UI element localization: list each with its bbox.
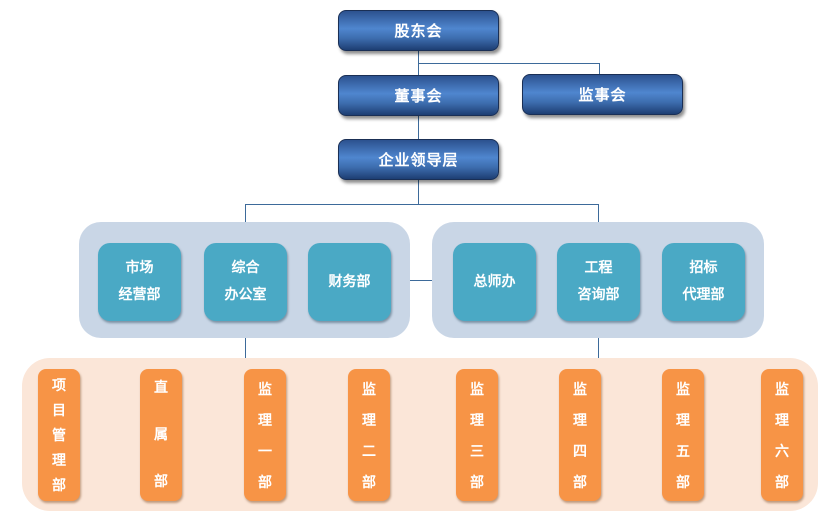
node-char: 理: [676, 412, 690, 429]
node-char: 理: [52, 453, 66, 469]
connector-leadership-down: [418, 180, 419, 204]
node-finance-dept: 财务部: [308, 243, 391, 321]
node-char: 属: [154, 427, 168, 443]
node-label-line1: 招标: [689, 260, 718, 276]
node-char: 部: [258, 474, 272, 491]
node-direct-dept: 直属部: [140, 369, 182, 501]
connector-panels: [410, 280, 432, 281]
node-label-line1: 财务部: [328, 273, 371, 290]
node-char: 监: [573, 381, 587, 398]
node-char: 监: [676, 381, 690, 398]
connector-leadership-h: [245, 204, 599, 205]
node-char: 部: [676, 474, 690, 491]
node-supervision-dept-1: 监理一部: [244, 369, 286, 501]
node-engineering-consult-dept: 工程 咨询部: [557, 243, 640, 321]
node-char: 监: [258, 381, 272, 398]
node-char: 一: [258, 443, 272, 460]
node-char: 理: [258, 412, 272, 429]
node-supervisors: 监事会: [522, 74, 683, 115]
node-char: 部: [52, 478, 66, 494]
connector-left-panel: [245, 204, 246, 223]
node-label-line2: 办公室: [224, 287, 267, 303]
node-char: 部: [362, 474, 376, 491]
node-label-line2: 代理部: [682, 287, 725, 303]
node-char: 理: [573, 412, 587, 429]
node-char: 六: [775, 443, 789, 460]
node-label-line2: 经营部: [118, 287, 161, 303]
node-market-dept: 市场 经营部: [98, 243, 181, 321]
node-char: 项: [52, 378, 66, 394]
node-supervision-dept-4: 监理四部: [559, 369, 601, 501]
node-shareholders: 股东会: [338, 10, 499, 51]
node-char: 二: [362, 443, 376, 460]
node-supervision-dept-6: 监理六部: [761, 369, 803, 501]
node-board: 董事会: [338, 75, 499, 116]
node-char: 部: [154, 474, 168, 490]
node-label-line2: 咨询部: [577, 287, 620, 303]
node-leadership: 企业领导层: [338, 139, 499, 180]
node-label-line1: 工程: [584, 260, 613, 276]
node-label-line1: 综合: [231, 260, 260, 276]
node-label-line1: 市场: [125, 260, 154, 276]
node-supervision-dept-5: 监理五部: [662, 369, 704, 501]
node-bidding-agency-dept: 招标 代理部: [662, 243, 745, 321]
node-char: 监: [470, 381, 484, 398]
node-supervision-dept-2: 监理二部: [348, 369, 390, 501]
node-char: 五: [676, 443, 690, 460]
node-project-mgmt-dept: 项目管理部: [38, 369, 80, 501]
connector-left-bottom: [245, 338, 246, 358]
connector-right-bottom: [598, 338, 599, 358]
node-char: 监: [362, 381, 376, 398]
node-char: 管: [52, 428, 66, 444]
connector-right-panel: [598, 204, 599, 223]
node-chief-engineer-office: 总师办: [453, 243, 536, 321]
node-char: 部: [573, 474, 587, 491]
node-char: 监: [775, 381, 789, 398]
node-char: 四: [573, 443, 587, 460]
node-char: 直: [154, 380, 168, 396]
node-char: 理: [470, 412, 484, 429]
node-char: 三: [470, 443, 484, 460]
connector-board-leadership: [418, 116, 419, 139]
node-char: 理: [775, 412, 789, 429]
node-char: 部: [775, 474, 789, 491]
node-supervision-dept-3: 监理三部: [456, 369, 498, 501]
connector-shareholders-supervisors-h: [418, 63, 600, 64]
node-label-line1: 总师办: [473, 273, 516, 290]
node-general-office: 综合 办公室: [204, 243, 287, 321]
node-char: 理: [362, 412, 376, 429]
node-char: 目: [52, 403, 66, 419]
connector-shareholders-supervisors-v: [599, 63, 600, 74]
node-char: 部: [470, 474, 484, 491]
